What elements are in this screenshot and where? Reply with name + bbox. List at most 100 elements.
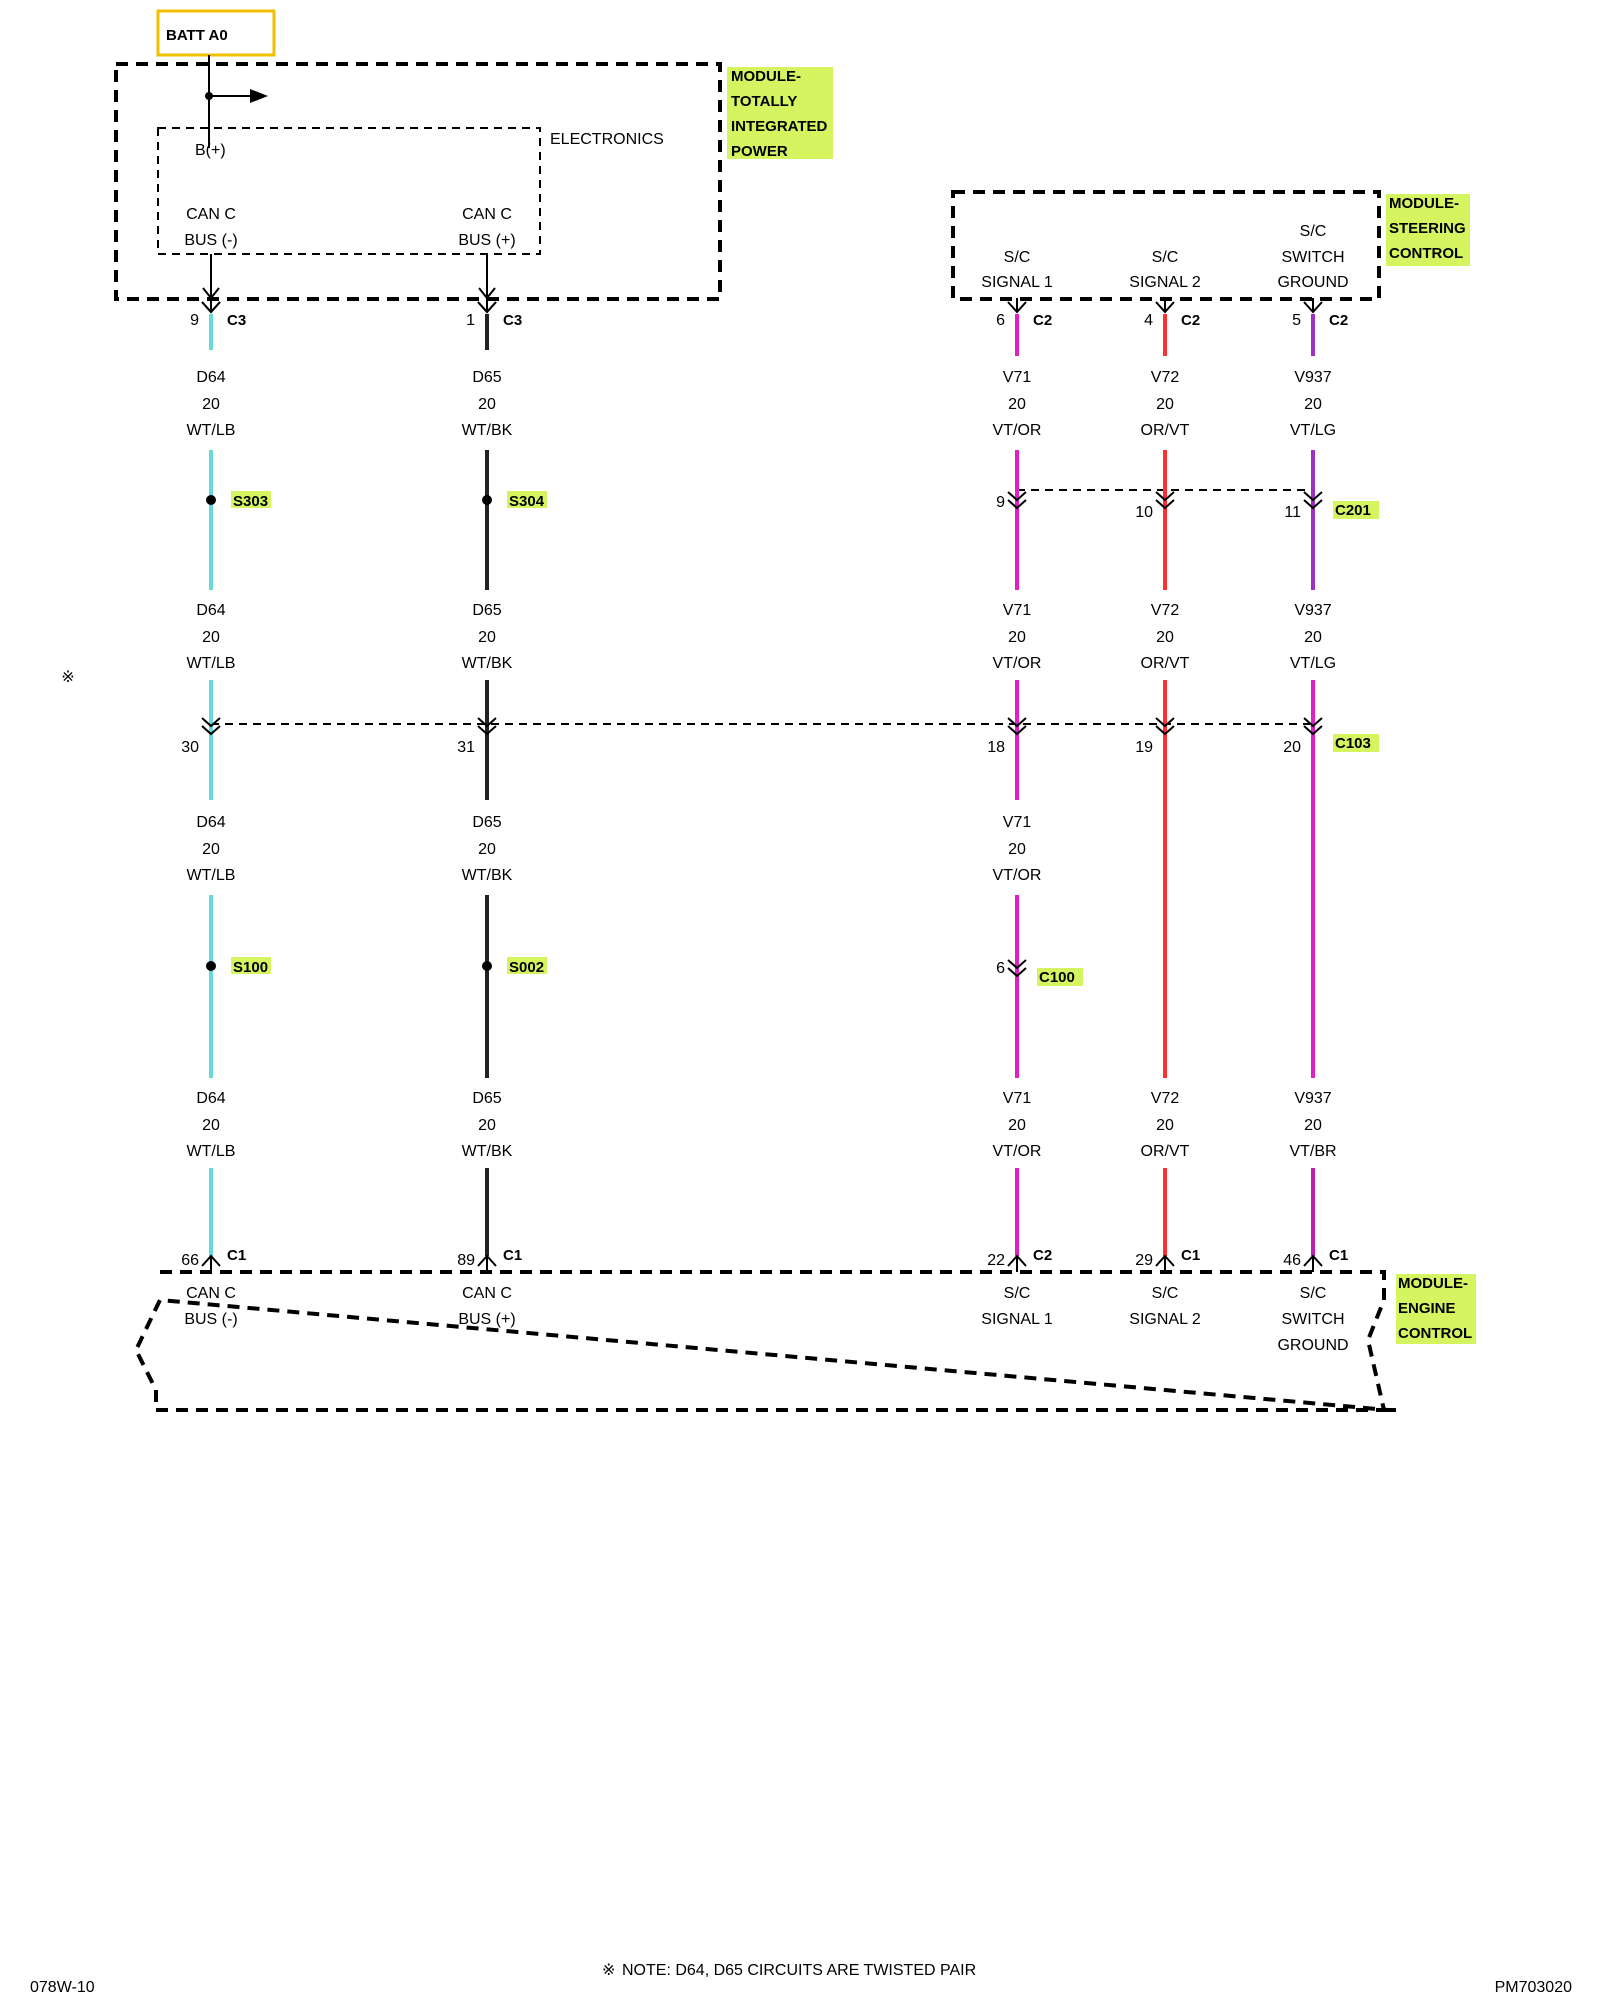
engine-pin1-line2: BUS (-) [184, 1311, 237, 1328]
engine-pin4-line2: SIGNAL 2 [1129, 1311, 1201, 1328]
col0-seg0-gauge: 20 [202, 396, 220, 413]
col0-splice1-tag-bg [231, 957, 271, 974]
col0-top-pin: 9 [190, 312, 199, 329]
col2-c100-b [1007, 967, 1027, 978]
batt-a0-label: BATT A0 [156, 9, 276, 57]
col4-c201-pin: 11 [1284, 504, 1301, 521]
engine-pin3-line1: S/C [1004, 1285, 1031, 1302]
col1-seg1-gauge: 20 [478, 629, 496, 646]
col4-c103-b [1303, 725, 1323, 736]
col4-c103-tag: C103 [1335, 735, 1371, 752]
col1-splice0-dot [482, 495, 492, 505]
col3-seg1-color: OR/VT [1141, 655, 1190, 672]
tipm-label-line2: TOTALLY [731, 93, 797, 110]
steering-pin1-line2: SIGNAL 1 [981, 274, 1053, 291]
col0-inline0-b [201, 725, 221, 736]
col3-bot-pin: 29 [1135, 1252, 1153, 1269]
footer-right-code: PM703020 [1495, 1979, 1572, 1996]
col0-seg0-color: WT/LB [187, 422, 236, 439]
col0-inline0-pin: 30 [181, 739, 199, 756]
col4-seg1-circuit: V937 [1294, 602, 1331, 619]
col1-splice1-dot [482, 961, 492, 971]
col2-seg3-color: VT/OR [993, 1143, 1042, 1160]
twisted-pair-note: NOTE: D64, D65 CIRCUITS ARE TWISTED PAIR [622, 1962, 976, 1979]
col0-inline0-a [201, 717, 221, 728]
col0-seg1-gauge: 20 [202, 629, 220, 646]
col0-splice0-tag-bg [231, 491, 271, 508]
col1-splice0-tag: S304 [509, 493, 545, 510]
col1-top-connector: C3 [503, 312, 522, 329]
col0-splice1-dot [206, 961, 216, 971]
col2-c201-b [1007, 499, 1027, 510]
col4-seg0-gauge: 20 [1304, 396, 1322, 413]
col4-c103-pin: 20 [1283, 739, 1301, 756]
tipm-can-neg-line2: BUS (-) [184, 232, 237, 249]
col3-c201-pin: 10 [1135, 504, 1153, 521]
col1-seg1-color: WT/BK [462, 655, 513, 672]
col0-splice0-tag: S303 [233, 493, 268, 510]
col3-seg1-circuit: V72 [1151, 602, 1180, 619]
tipm-label-line4: POWER [731, 143, 788, 160]
col3-seg2-color: OR/VT [1141, 1143, 1190, 1160]
engine-pin3-line2: SIGNAL 1 [981, 1311, 1053, 1328]
twisted-pair-icon: ※ [61, 669, 74, 686]
col2-c201-pin: 9 [996, 494, 1005, 511]
col3-c103-b [1155, 725, 1175, 736]
steering-pin3-line2: SWITCH [1281, 249, 1344, 266]
col3-seg0-circuit: V72 [1151, 369, 1180, 386]
col0-splice0-dot [206, 495, 216, 505]
col1-seg2-circuit: D65 [472, 814, 501, 831]
col2-c103-a [1007, 717, 1027, 728]
engine-module-box [133, 1270, 1396, 1412]
col4-top-pin: 5 [1292, 312, 1301, 329]
steering-pin3-line3: GROUND [1277, 274, 1348, 291]
col2-bot-connector: C2 [1033, 1247, 1052, 1264]
col0-seg1-circuit: D64 [196, 602, 225, 619]
steering-label-line3: CONTROL [1389, 245, 1463, 262]
col1-inline0-b [477, 725, 497, 736]
col4-c201-tag-bg [1333, 501, 1379, 519]
col4-seg2-color: VT/BR [1289, 1143, 1336, 1160]
col1-seg2-color: WT/BK [462, 867, 513, 884]
col0-splice1-tag: S100 [233, 959, 268, 976]
col2-top-connector: C2 [1033, 312, 1052, 329]
col0-seg2-gauge: 20 [202, 841, 220, 858]
col1-seg3-circuit: D65 [472, 1090, 501, 1107]
col4-c201-a [1303, 491, 1323, 502]
steering-pin3-line1: S/C [1300, 223, 1327, 240]
col1-seg3-color: WT/BK [462, 1143, 513, 1160]
tipm-label-line3: INTEGRATED [731, 118, 828, 135]
col2-seg2-color: VT/OR [993, 867, 1042, 884]
col1-seg0-circuit: D65 [472, 369, 501, 386]
col0-seg3-gauge: 20 [202, 1117, 220, 1134]
col4-c201-b [1303, 499, 1323, 510]
col4-seg1-color: VT/LG [1290, 655, 1336, 672]
col4-c103-a [1303, 717, 1323, 728]
col3-top-connector: C2 [1181, 312, 1200, 329]
col1-seg2-gauge: 20 [478, 841, 496, 858]
tipm-module-box [114, 62, 722, 301]
col2-c100-a [1007, 959, 1027, 970]
steering-module-label: MODULE- STEERING CONTROL [1386, 194, 1470, 266]
col4-seg0-circuit: V937 [1294, 369, 1331, 386]
col0-seg2-color: WT/LB [187, 867, 236, 884]
col4-seg0-color: VT/LG [1290, 422, 1336, 439]
col2-c103-b [1007, 725, 1027, 736]
steering-label-line2: STEERING [1389, 220, 1466, 237]
batt-a0-text: BATT A0 [166, 27, 228, 44]
col1-inline0-a [477, 717, 497, 728]
col0-seg3-circuit: D64 [196, 1090, 225, 1107]
col3-seg1-gauge: 20 [1156, 629, 1174, 646]
engine-module-label: MODULE- ENGINE CONTROL [1396, 1274, 1476, 1344]
col1-bot-pin: 89 [457, 1252, 475, 1269]
col0-top-connector: C3 [227, 312, 246, 329]
col2-seg1-gauge: 20 [1008, 629, 1026, 646]
col2-top-pin: 6 [996, 312, 1005, 329]
col0-seg1-color: WT/LB [187, 655, 236, 672]
engine-label-line1: MODULE- [1398, 1275, 1468, 1292]
col2-seg0-gauge: 20 [1008, 396, 1026, 413]
col0-seg3-color: WT/LB [187, 1143, 236, 1160]
engine-label-line3: CONTROL [1398, 1325, 1472, 1342]
col1-splice1-tag: S002 [509, 959, 544, 976]
